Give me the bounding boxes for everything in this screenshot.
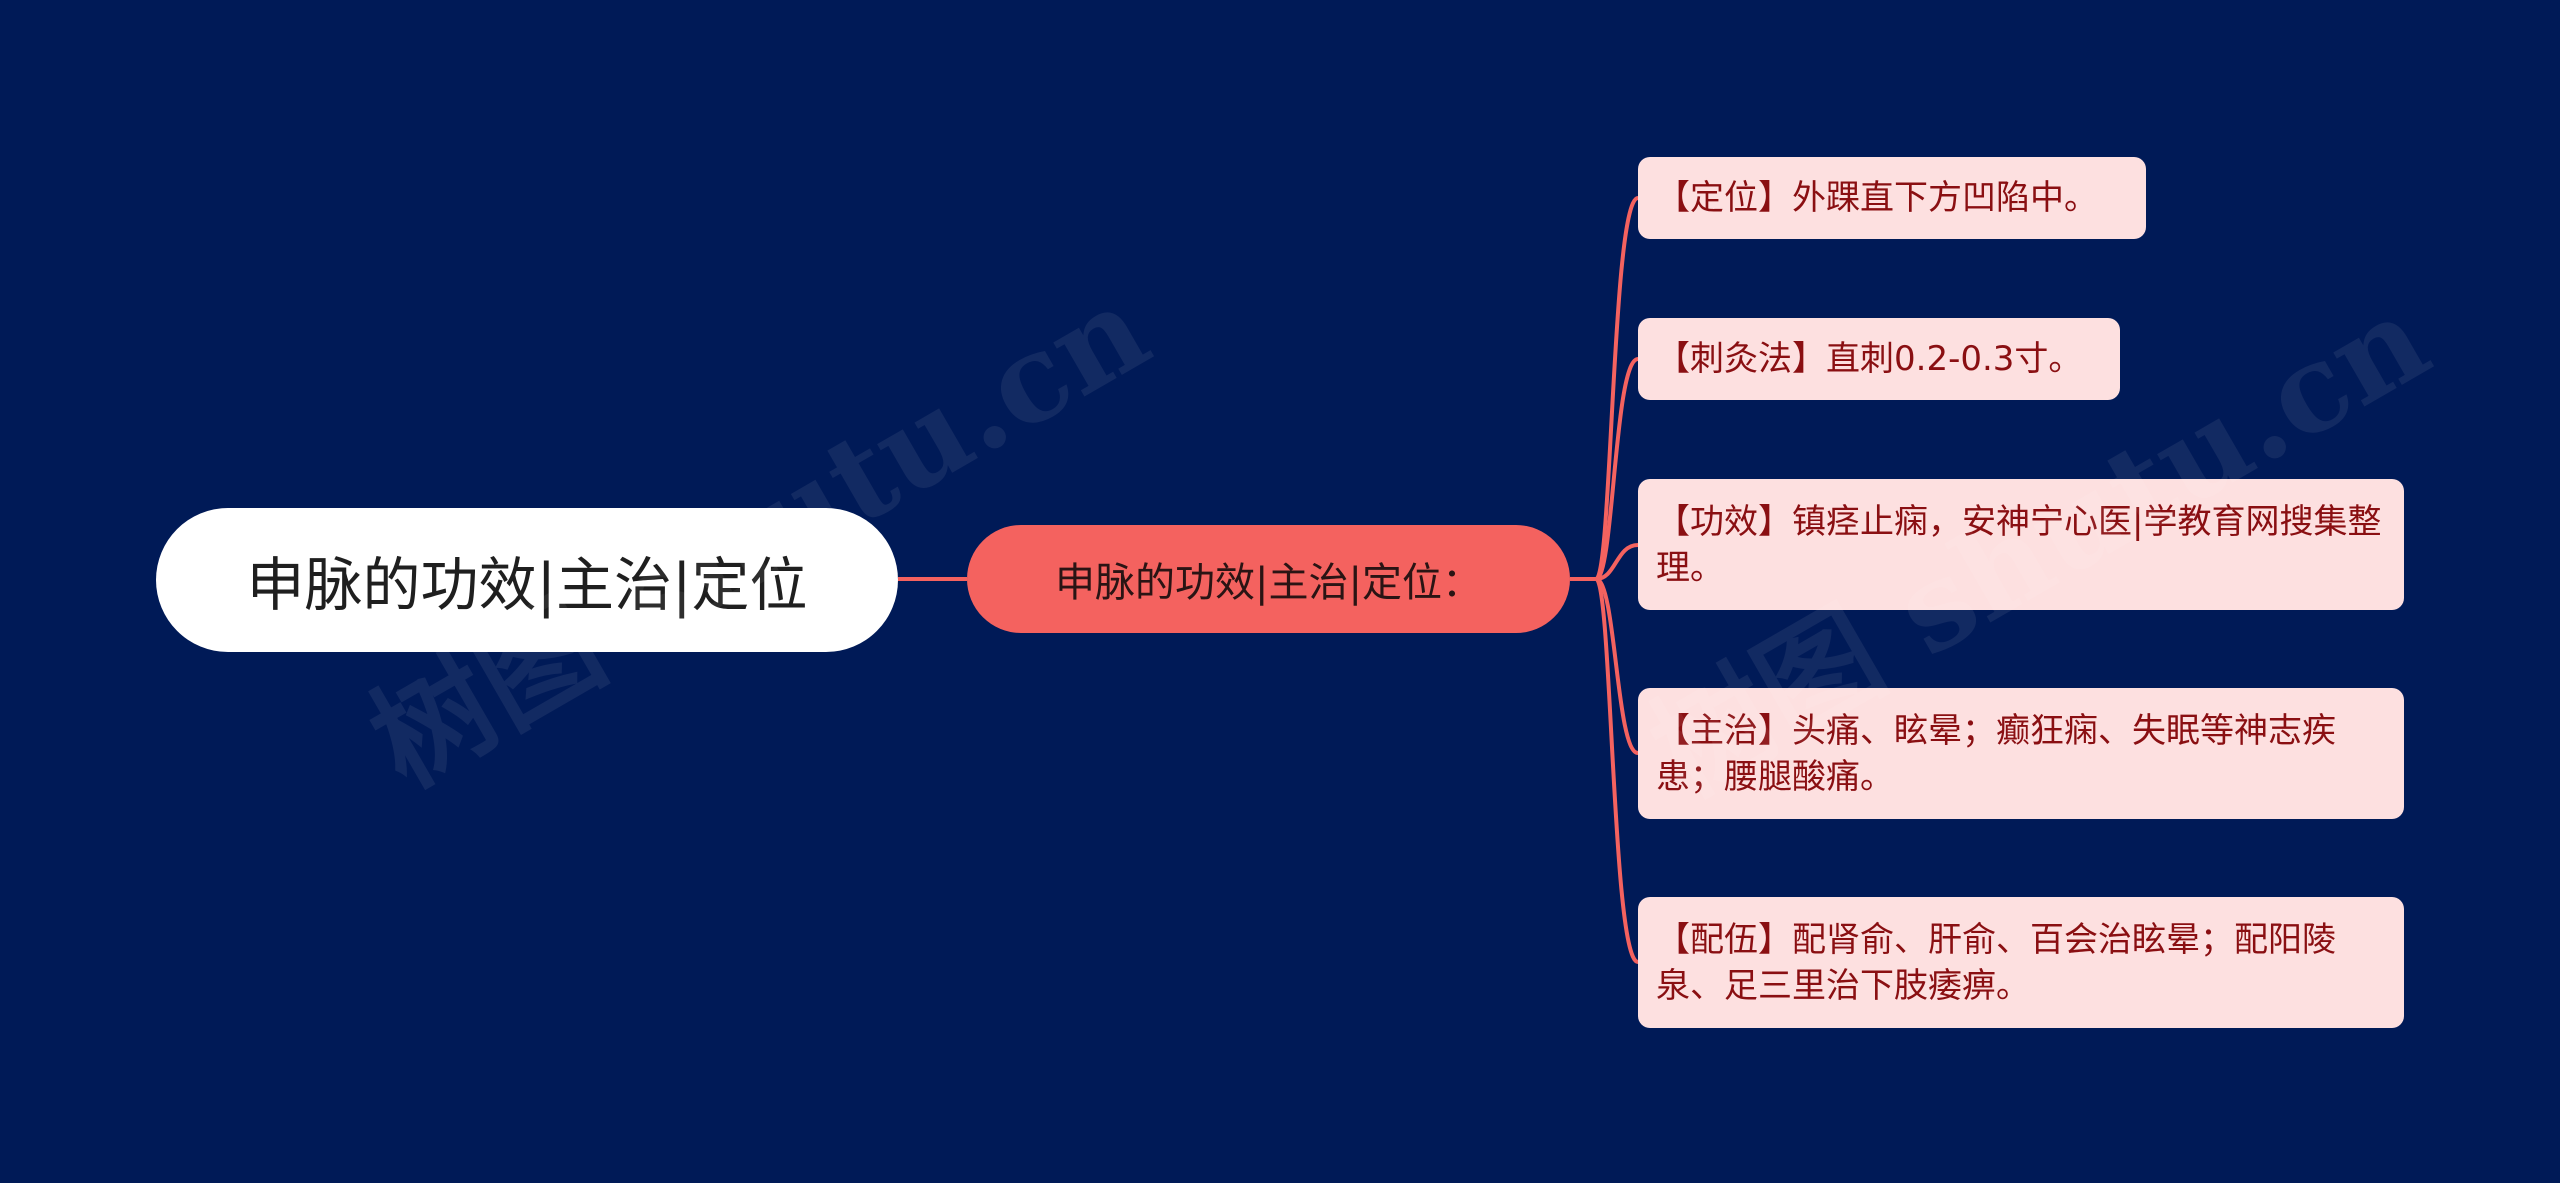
leaf-node-label: 【主治】头痛、眩晕；癫狂痫、失眠等神志疾患；腰腿酸痛。: [1656, 710, 2336, 797]
leaf-node-label: 【功效】镇痉止痫，安神宁心医|学教育网搜集整理。: [1656, 501, 2382, 588]
branch-to-leaf-connector: [1595, 577, 1639, 755]
branch-to-leaf-connector: [1595, 543, 1639, 581]
leaf-node-location[interactable]: 【定位】外踝直下方凹陷中。: [1638, 157, 2146, 239]
leaf-node-label: 【刺灸法】直刺0.2-0.3寸。: [1656, 339, 2083, 379]
leaf-node-combinations[interactable]: 【配伍】配肾俞、肝俞、百会治眩晕；配阳陵泉、足三里治下肢痿痹。: [1638, 897, 2404, 1028]
root-node[interactable]: 申脉的功效|主治|定位: [156, 508, 898, 652]
leaf-node-efficacy[interactable]: 【功效】镇痉止痫，安神宁心医|学教育网搜集整理。: [1638, 479, 2404, 610]
branch-to-leaf-connector: [1594, 577, 1640, 964]
branch-node[interactable]: 申脉的功效|主治|定位：: [967, 525, 1570, 633]
branch-to-leaf-connector: [1594, 196, 1640, 581]
branch-to-leaf-connector: [1594, 357, 1639, 581]
leaf-node-label: 【定位】外踝直下方凹陷中。: [1656, 178, 2098, 218]
leaf-node-indications[interactable]: 【主治】头痛、眩晕；癫狂痫、失眠等神志疾患；腰腿酸痛。: [1638, 688, 2404, 819]
branch-node-label: 申脉的功效|主治|定位：: [1055, 560, 1482, 606]
root-node-label: 申脉的功效|主治|定位: [246, 551, 808, 619]
leaf-node-needling[interactable]: 【刺灸法】直刺0.2-0.3寸。: [1638, 318, 2120, 400]
leaf-node-label: 【配伍】配肾俞、肝俞、百会治眩晕；配阳陵泉、足三里治下肢痿痹。: [1656, 919, 2336, 1006]
